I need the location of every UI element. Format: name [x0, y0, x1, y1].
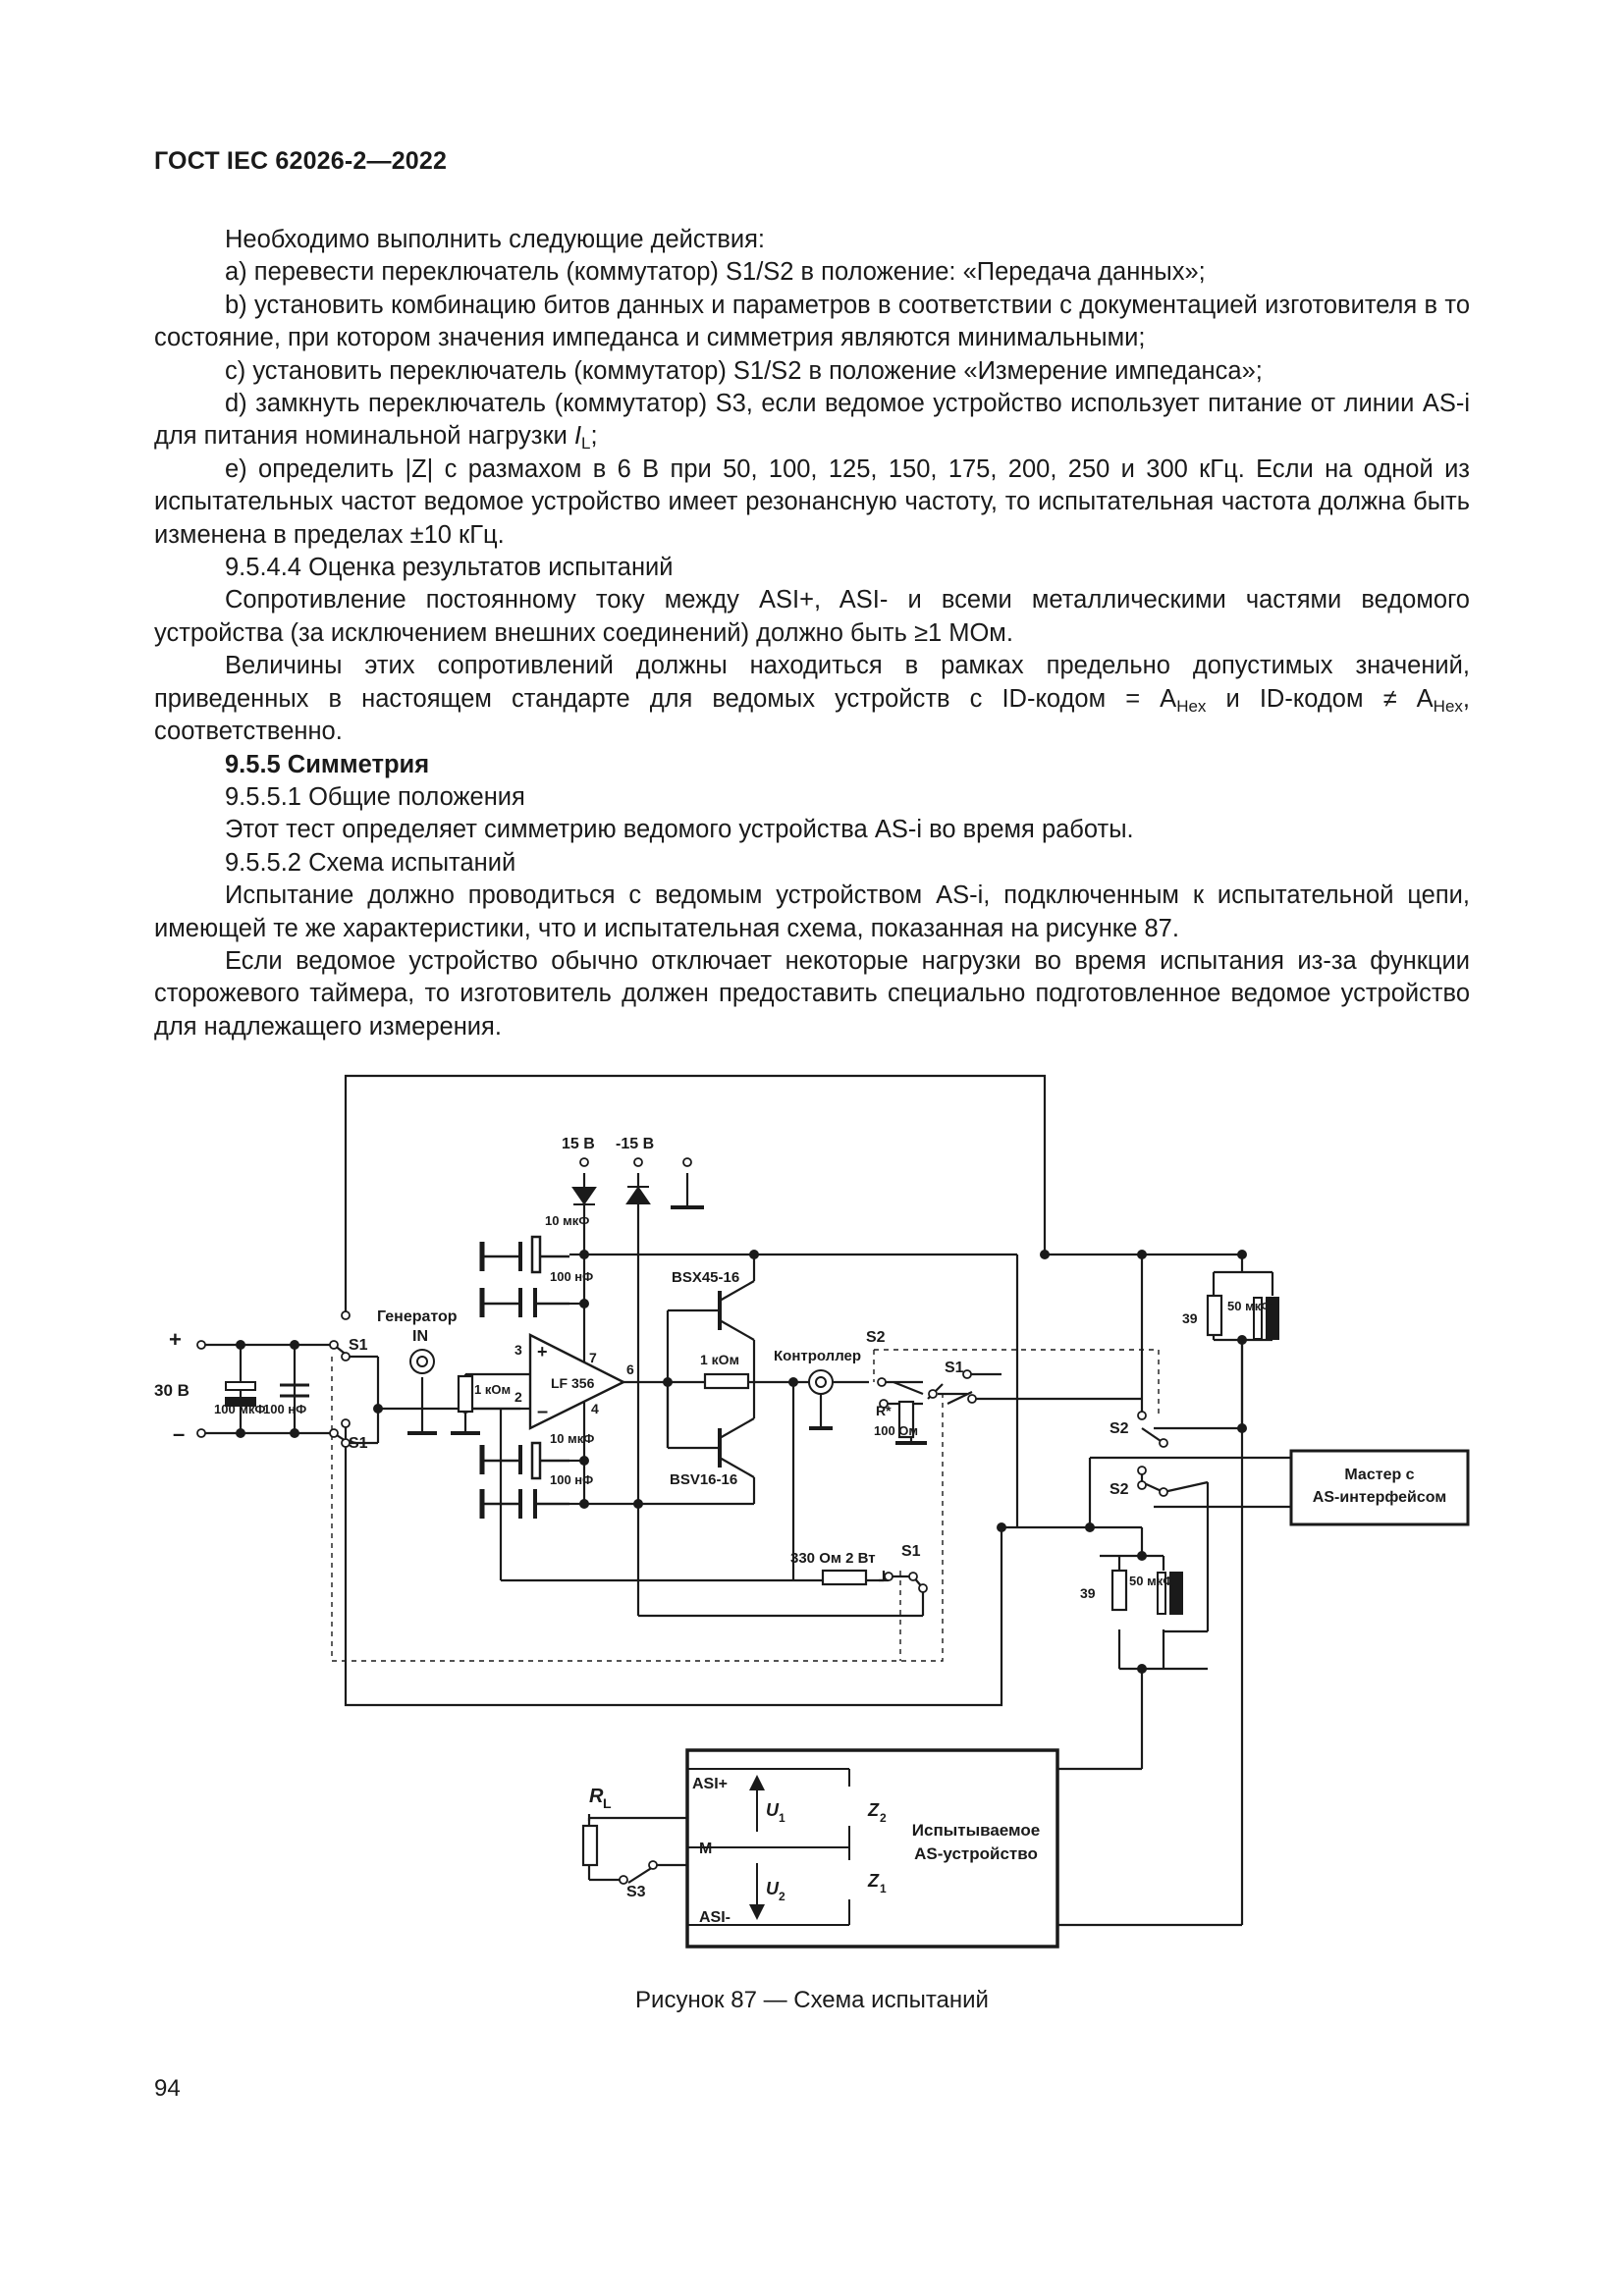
- label-z2-sub: 2: [880, 1811, 887, 1825]
- label-u1: U: [766, 1800, 780, 1820]
- label-pin6: 6: [626, 1362, 634, 1377]
- paragraph: Необходимо выполнить следующие действия:: [225, 226, 766, 253]
- labels: 15 В -15 В + – 30 В 100 мкФ 100 нФ 10 мк…: [154, 1136, 1446, 1926]
- label-100uf: 100 мкФ: [214, 1402, 266, 1416]
- hex-subscript: Hex: [1176, 696, 1207, 716]
- label-pin2: 2: [514, 1389, 522, 1405]
- label-generator: Генератор: [377, 1308, 458, 1325]
- label-330ohm: 330 Ом 2 Вт: [790, 1550, 876, 1567]
- label-dut-line1: Испытываемое: [912, 1821, 1040, 1840]
- input-capacitors: [225, 1381, 309, 1407]
- body-text: Необходимо выполнить следующие действия:…: [154, 224, 1470, 1043]
- paragraph-text: Величины этих сопротивлений должны наход…: [154, 652, 1470, 713]
- paragraph: Этот тест определяет симметрию ведомого …: [225, 816, 1134, 844]
- hex-subscript: Hex: [1433, 696, 1463, 716]
- section-heading: 9.5.5 Симметрия: [225, 750, 430, 778]
- label-1kohm-series: 1 кОм: [700, 1352, 739, 1367]
- paragraph-text: , соответственно.: [154, 684, 1470, 746]
- label-50uf-lower: 50 мкФ: [1129, 1574, 1173, 1588]
- paragraph-text: и ID-кодом ≠ A: [1206, 684, 1434, 713]
- paragraph: b) установить комбинацию битов данных и …: [154, 291, 1470, 352]
- label-30v: 30 В: [154, 1381, 189, 1400]
- current-symbol: I: [573, 422, 582, 451]
- label-opamp-plus: +: [537, 1342, 548, 1362]
- label-u1-sub: 1: [779, 1811, 785, 1825]
- label-1kohm: 1 кОм: [474, 1382, 511, 1397]
- circuit-svg: 15 В -15 В + – 30 В 100 мкФ 100 нФ 10 мк…: [154, 1074, 1470, 1949]
- label-u2-sub: 2: [779, 1890, 785, 1903]
- label-asi-minus: ASI-: [699, 1909, 731, 1926]
- circuit-diagram: 15 В -15 В + – 30 В 100 мкФ 100 нФ 10 мк…: [137, 1065, 1492, 1968]
- decoupling-capacitors: [479, 1235, 569, 1519]
- current-subscript: L: [581, 434, 591, 454]
- label-plus: +: [169, 1327, 182, 1352]
- label-z1: Z: [867, 1871, 880, 1891]
- electrolytic-caps: [1157, 1297, 1279, 1615]
- label-master-line1: Мастер с: [1344, 1467, 1414, 1483]
- paragraph: Испытание должно проводиться с ведомым у…: [154, 881, 1470, 942]
- label-pin3: 3: [514, 1342, 522, 1358]
- label-controller: Контроллер: [774, 1348, 861, 1364]
- supply-diodes: [571, 1186, 651, 1205]
- label-s1-bottom: S1: [349, 1435, 368, 1452]
- paragraph: Сопротивление постоянному току между ASI…: [154, 586, 1470, 647]
- paragraph: 9.5.5.2 Схема испытаний: [225, 848, 516, 877]
- label-u2: U: [766, 1879, 780, 1898]
- label-minus: –: [173, 1421, 185, 1446]
- label-rl-sub: L: [603, 1795, 612, 1811]
- label-s1-top: S1: [349, 1337, 368, 1354]
- label-s1-mid: S1: [945, 1360, 964, 1376]
- label-100nf-bottom: 100 нФ: [550, 1472, 593, 1487]
- label-s2-upper: S2: [1110, 1420, 1129, 1437]
- voltage-arrows: [749, 1775, 765, 1920]
- opamp-symbol: [528, 1333, 626, 1430]
- paragraph-text: ;: [590, 422, 598, 451]
- bnc-connectors: [409, 1349, 834, 1395]
- label-bsx: BSX45-16: [672, 1269, 739, 1286]
- label-rl: R: [589, 1786, 604, 1807]
- label-s3: S3: [626, 1884, 646, 1900]
- master-box: [1289, 1449, 1470, 1526]
- document-header: ГОСТ IEC 62026-2—2022: [154, 147, 448, 175]
- label-z2: Z: [867, 1800, 880, 1820]
- label-15v: 15 В: [562, 1136, 595, 1152]
- label-s2-top: S2: [866, 1329, 886, 1346]
- label-gen-in: IN: [412, 1328, 428, 1345]
- label-rstar: R*: [876, 1403, 892, 1418]
- label-s1-lower: S1: [901, 1543, 921, 1560]
- label-z1-sub: 1: [880, 1882, 887, 1896]
- paragraph: Если ведомое устройство обычно отключает…: [154, 946, 1470, 1041]
- label-100nf-top: 100 нФ: [550, 1269, 593, 1284]
- label-asi-m: M: [699, 1841, 712, 1857]
- figure-caption: Рисунок 87 — Схема испытаний: [635, 1987, 989, 2013]
- paragraph: е) определить |Z| с размахом в 6 В при 5…: [154, 454, 1470, 549]
- label-50uf-upper: 50 мкФ: [1227, 1299, 1272, 1313]
- label-minus15v: -15 В: [616, 1136, 654, 1152]
- label-dut-line2: AS-устройство: [914, 1844, 1038, 1863]
- page-number: 94: [154, 2075, 181, 2102]
- label-39-lower: 39: [1080, 1585, 1096, 1601]
- paragraph: с) установить переключатель (коммутатор)…: [225, 356, 1263, 385]
- paragraph: d) замкнуть переключатель (коммутатор) S…: [154, 388, 1470, 454]
- label-opamp: LF 356: [551, 1375, 595, 1391]
- paragraph: 9.5.4.4 Оценка результатов испытаний: [225, 554, 674, 582]
- label-pin7: 7: [589, 1350, 597, 1365]
- label-master-line2: AS-интерфейсом: [1313, 1489, 1446, 1506]
- terminals: [196, 1157, 1168, 1885]
- paragraph-text: d) замкнуть переключатель (коммутатор) S…: [154, 390, 1470, 451]
- label-asi-plus: ASI+: [692, 1776, 728, 1792]
- label-s2-lower: S2: [1110, 1481, 1129, 1498]
- label-opamp-minus: –: [537, 1401, 548, 1422]
- label-100nf: 100 нФ: [263, 1402, 306, 1416]
- label-bsv: BSV16-16: [670, 1471, 737, 1488]
- paragraph: Величины этих сопротивлений должны наход…: [154, 650, 1470, 748]
- label-pin4: 4: [591, 1401, 599, 1416]
- paragraph: 9.5.5.1 Общие положения: [225, 782, 525, 811]
- label-100ohm: 100 Ом: [874, 1423, 918, 1438]
- label-39-upper: 39: [1182, 1310, 1198, 1326]
- label-10uf-bottom: 10 мкФ: [550, 1431, 594, 1446]
- dashed-enclosure: [331, 1349, 1160, 1662]
- label-10uf-top: 10 мкФ: [545, 1213, 589, 1228]
- paragraph: а) перевести переключатель (коммутатор) …: [225, 258, 1206, 287]
